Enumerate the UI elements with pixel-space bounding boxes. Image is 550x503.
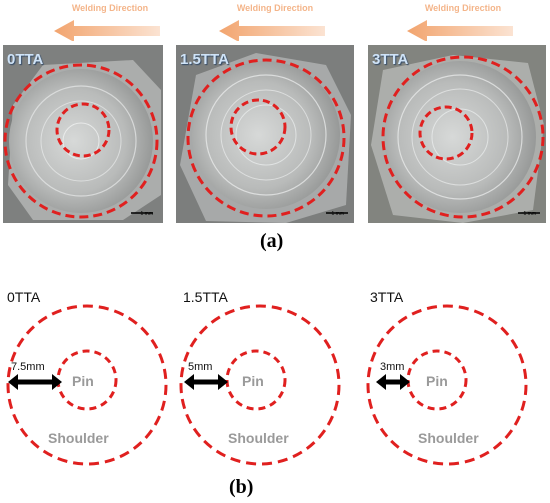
welding-direction-arrow-3: Welding Direction xyxy=(393,1,533,41)
double-arrow-icon xyxy=(8,374,62,390)
pin-label: Pin xyxy=(72,373,94,389)
schematic-title: 0TTA xyxy=(7,289,41,305)
pin-label: Pin xyxy=(242,373,264,389)
shoulder-circle xyxy=(366,304,528,466)
double-arrow-icon xyxy=(376,374,410,390)
caption-b: (b) xyxy=(229,476,254,498)
distance-label: 3mm xyxy=(380,361,405,373)
scale-bar-label: 1 mm xyxy=(523,211,537,217)
weld-photo-0tta: 0TTA 1 mm xyxy=(3,45,163,223)
welding-direction-arrow-2: Welding Direction xyxy=(205,1,345,41)
photo-label: 3TTA xyxy=(372,51,409,68)
schematic-0tta xyxy=(0,300,180,470)
welding-direction-label: Welding Direction xyxy=(71,3,149,13)
pin-circle xyxy=(225,349,287,411)
photo-label: 1.5TTA xyxy=(180,51,229,68)
distance-label: 5mm xyxy=(188,361,213,373)
scale-bar-label: 1 mm xyxy=(331,211,345,217)
schematic-title: 1.5TTA xyxy=(183,289,228,305)
photo-label: 0TTA xyxy=(7,51,44,68)
shoulder-label: Shoulder xyxy=(228,430,289,446)
schematic-3tta xyxy=(366,300,546,470)
schematic-title: 3TTA xyxy=(370,289,404,305)
welding-direction-arrow-1: Welding Direction xyxy=(40,1,180,41)
scale-bar-label: 1 mm xyxy=(140,211,154,217)
schematic-1-5tta xyxy=(176,300,356,470)
shoulder-circle xyxy=(6,304,168,466)
caption-a: (a) xyxy=(260,230,284,252)
weld-photo-1-5tta: 1.5TTA 1 mm xyxy=(176,45,354,223)
pin-circle xyxy=(406,349,468,411)
shoulder-label: Shoulder xyxy=(418,430,479,446)
shoulder-label: Shoulder xyxy=(48,430,109,446)
distance-label: 7.5mm xyxy=(11,361,45,373)
weld-photo-3tta: 3TTA 1 mm xyxy=(368,45,546,223)
pin-label: Pin xyxy=(426,373,448,389)
double-arrow-icon xyxy=(184,374,228,390)
welding-direction-label: Welding Direction xyxy=(424,3,502,13)
welding-direction-label: Welding Direction xyxy=(236,3,314,13)
shoulder-circle xyxy=(179,304,341,466)
